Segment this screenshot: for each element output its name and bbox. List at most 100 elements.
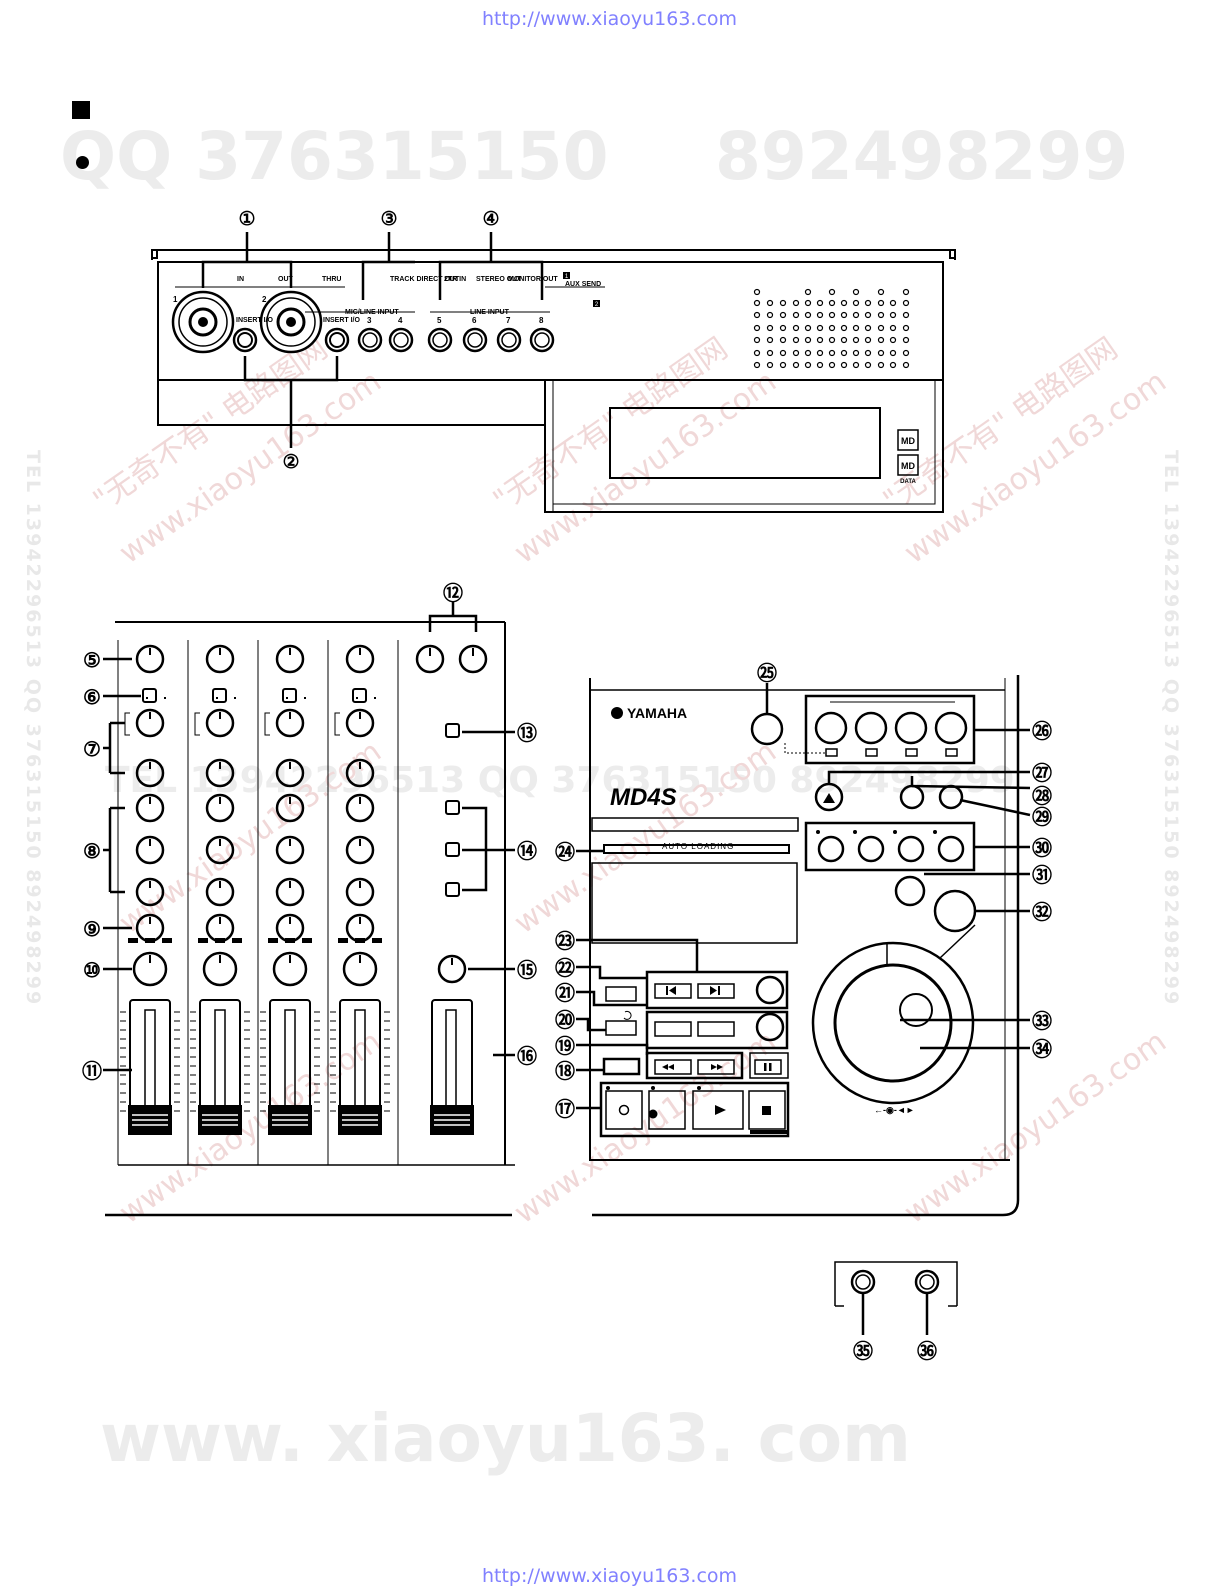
label-jack-4: 4 — [398, 316, 403, 325]
callout-35: ㉟ — [853, 1340, 873, 1363]
knob — [345, 877, 375, 907]
svg-text:MD: MD — [901, 461, 915, 471]
led — [304, 697, 306, 699]
channel-fader-knob — [338, 1105, 382, 1135]
label-mic-line-input: MIC/LINE INPUT — [345, 309, 399, 316]
callout-15: ⑮ — [517, 959, 537, 982]
callout-11: ⑪ — [82, 1060, 102, 1083]
rear-panel-diagram: MD MD DATA 1 2 IN OUT THRU TRACK DIRECT … — [151, 209, 956, 513]
channel-fader-knob — [268, 1105, 312, 1135]
callout-18: ⑱ — [555, 1060, 575, 1083]
label-ch2: 2 — [262, 295, 267, 304]
header-url[interactable]: http://www.xiaoyu163.com — [481, 8, 738, 30]
knob — [135, 708, 165, 738]
md-data-label: DATA — [900, 479, 916, 485]
led — [234, 697, 236, 699]
callout-25: ㉕ — [757, 662, 777, 685]
channel-strip-1 — [120, 644, 180, 1126]
meter-bar — [302, 938, 312, 943]
svg-text:2: 2 — [595, 302, 599, 308]
callout-33: ㉝ — [1032, 1010, 1052, 1033]
led — [164, 697, 166, 699]
knob — [345, 835, 375, 865]
knob — [135, 758, 165, 788]
label-thru: THRU — [322, 276, 341, 283]
xlr-combo-jack-1 — [171, 290, 235, 354]
label-jack-6: 6 — [472, 316, 477, 325]
auto-loading-label: AUTO LOADING — [662, 842, 734, 851]
meter-bar — [232, 938, 242, 943]
meter-bar — [285, 938, 295, 943]
pan-knob — [342, 951, 378, 987]
watermark-mid-line: TEL 13942296513 QQ 376315150 892498299 — [105, 760, 1015, 801]
label-insert-2: INSERT I/O — [323, 317, 361, 324]
callout-22: ㉒ — [555, 957, 575, 980]
knob — [275, 793, 305, 823]
meter-bar — [128, 938, 138, 943]
label-insert-1: INSERT I/O — [236, 317, 274, 324]
callout-29: ㉙ — [1032, 806, 1052, 829]
channel-button — [212, 688, 227, 703]
svg-text:1: 1 — [565, 274, 569, 280]
pan-knob — [132, 951, 168, 987]
label-stereo-out: STEREO OUT — [476, 276, 522, 283]
knob — [135, 793, 165, 823]
knob — [345, 644, 375, 674]
pan-knob — [272, 951, 308, 987]
label-jack-7: 7 — [506, 316, 511, 325]
callout-20: ⑳ — [555, 1009, 575, 1032]
channel-fader-knob — [198, 1105, 242, 1135]
meter-bar — [372, 938, 382, 943]
watermark-side-left: TEL 13942296513 QQ 376315150 892498299 — [22, 450, 44, 1007]
callout-27: ㉗ — [1032, 762, 1052, 785]
md-data-logo-icon — [897, 454, 919, 476]
footer-url[interactable]: http://www.xiaoyu163.com — [481, 1565, 738, 1587]
knob — [205, 758, 235, 788]
knob — [345, 708, 375, 738]
callout-13: ⑬ — [517, 722, 537, 745]
md4s-logo: MD4S — [610, 784, 677, 811]
knob — [135, 877, 165, 907]
led — [374, 697, 376, 699]
callout-21: ㉑ — [555, 982, 575, 1005]
callout-12: ⑫ — [443, 582, 463, 605]
bullet-dot-icon — [76, 156, 89, 169]
callout-2: ② — [282, 452, 299, 473]
knob — [345, 758, 375, 788]
callout-30: ㉚ — [1032, 837, 1052, 860]
watermark-side-right: TEL 13942296513 QQ 376315150 892498299 — [1160, 450, 1182, 1007]
callout-7: ⑦ — [83, 739, 101, 761]
callout-1: ① — [238, 209, 255, 230]
callout-9: ⑨ — [83, 919, 101, 941]
front-panel-diagram: ←‑◉‑◄► YAMAHA MD4S AUTO LOADING ⑤ ⑥ ⑦ ⑧ … — [82, 582, 1052, 1363]
label-monitor-out: MONITOR OUT — [508, 276, 558, 283]
svg-text:MD: MD — [901, 436, 915, 446]
yamaha-logo: YAMAHA — [611, 705, 687, 721]
meter-bar — [215, 938, 225, 943]
callout-8: ⑧ — [83, 841, 101, 863]
callout-10: ⑩ — [83, 960, 101, 982]
aux-2-badge — [593, 300, 600, 307]
callout-17: ⑰ — [555, 1098, 575, 1121]
channel-fader-knob — [128, 1105, 172, 1135]
knob — [135, 644, 165, 674]
callout-5: ⑤ — [83, 650, 101, 672]
callout-28: ㉘ — [1032, 785, 1052, 808]
led — [216, 697, 218, 699]
led — [146, 697, 148, 699]
label-line-input: LINE INPUT — [470, 309, 510, 316]
watermark-bottom: www. xiaoyu163. com — [100, 1400, 911, 1477]
led — [356, 697, 358, 699]
label-in: IN — [237, 276, 244, 283]
xlr-combo-jack-2 — [259, 290, 323, 354]
label-jack-5: 5 — [437, 316, 442, 325]
svg-text:YAMAHA: YAMAHA — [627, 705, 687, 721]
callout-4: ④ — [482, 209, 499, 230]
knob — [205, 835, 235, 865]
callout-3: ③ — [380, 209, 397, 230]
callout-6: ⑥ — [83, 687, 101, 709]
knob — [275, 877, 305, 907]
meter-bar — [355, 938, 365, 943]
watermark-qq-left: QQ 376315150 — [60, 118, 609, 195]
knob — [205, 644, 235, 674]
